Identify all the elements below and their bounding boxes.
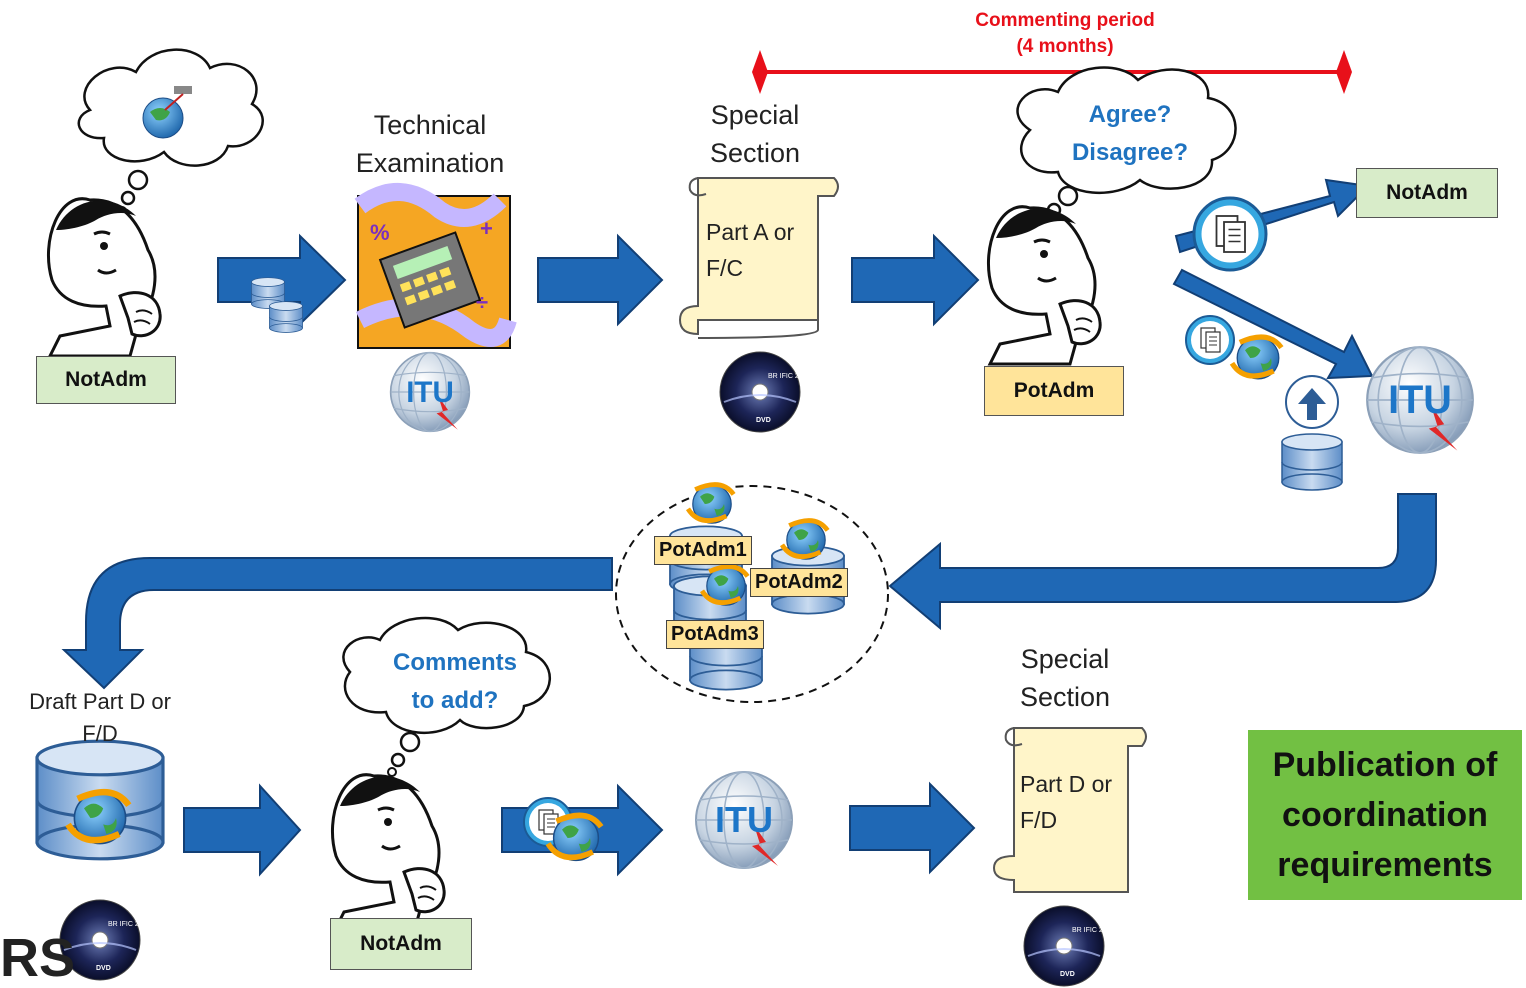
publication-line2: coordination <box>1282 796 1488 834</box>
commenting-period-line2: (4 months) <box>1016 36 1114 57</box>
agree-disagree-text: Agree? Disagree? <box>1040 96 1220 172</box>
tech-exam-line2: Examination <box>355 148 505 178</box>
document-icon <box>1192 196 1268 272</box>
disagree-text: Disagree? <box>1071 139 1189 166</box>
special-section-bottom-label: Special Section <box>1000 640 1130 716</box>
arrow-to-itu <box>1172 268 1374 380</box>
special-section-top-line1: Special <box>710 100 800 130</box>
tech-exam-line1: Technical <box>373 110 487 140</box>
earth-sync-icon <box>688 485 734 524</box>
thought-cloud-satellite <box>77 48 264 216</box>
commenting-period-label: Commenting period (4 months) <box>900 8 1230 60</box>
commenting-period-line1: Commenting period <box>975 10 1155 31</box>
earth-sync-icon <box>782 521 828 560</box>
scroll-top-line2: F/C <box>706 255 744 281</box>
special-section-top-label: Special Section <box>690 96 820 172</box>
draft-line1: Draft Part D or <box>29 689 171 714</box>
svg-text:+: + <box>480 216 493 241</box>
svg-text:%: % <box>370 220 390 245</box>
scroll-bottom-line2: F/D <box>1020 807 1058 833</box>
potadm3-label: PotAdm3 <box>666 620 764 649</box>
comments-to-add-text: Comments to add? <box>360 644 550 720</box>
upload-icon <box>1285 375 1339 429</box>
publication-box: Publication of coordination requirements <box>1248 730 1522 900</box>
potadm2-label: PotAdm2 <box>750 568 848 597</box>
notadm-box: NotAdm <box>36 356 176 404</box>
itu-logo-icon <box>389 351 471 433</box>
arrow-6 <box>849 781 976 875</box>
dvd-icon <box>1023 905 1116 987</box>
scroll-top-line1: Part A or <box>706 219 795 245</box>
thought-cloud-comments <box>342 616 551 777</box>
special-section-bottom-line1: Special <box>1020 644 1110 674</box>
comments-line2: to add? <box>411 687 499 714</box>
satellite-icon <box>174 86 192 94</box>
commenting-period-diamond-left <box>752 50 768 94</box>
arrow-2 <box>537 233 664 327</box>
scroll-bottom-line1: Part D or <box>1020 771 1113 797</box>
itu-logo-right-icon <box>1366 346 1474 454</box>
person-notadm-bottom-icon <box>330 773 446 934</box>
draft-label: Draft Part D or F/D <box>0 686 200 750</box>
document-small-icon <box>1185 315 1235 365</box>
return-arrow-left <box>61 557 613 690</box>
scroll-bottom-text: Part D or F/D <box>1020 766 1112 838</box>
itu-r-logo: RS <box>0 928 76 988</box>
notadm-top-right-box: NotAdm <box>1356 168 1498 218</box>
agree-text: Agree? <box>1088 101 1172 128</box>
svg-text:÷: ÷ <box>476 290 488 315</box>
potadm-database-group <box>615 485 889 703</box>
special-section-top-line2: Section <box>709 138 801 168</box>
scroll-top-text: Part A or F/C <box>706 214 794 286</box>
special-section-bottom-line2: Section <box>1019 682 1111 712</box>
comments-line1: Comments <box>392 649 518 676</box>
draft-line2: F/D <box>82 721 118 746</box>
return-arrow-right <box>888 493 1437 631</box>
technical-examination-label: Technical Examination <box>330 106 530 182</box>
earth-sync-icon <box>1232 337 1281 379</box>
database-icon <box>1281 433 1343 491</box>
potadm1-label: PotAdm1 <box>654 536 752 565</box>
potadm-box: PotAdm <box>984 366 1124 416</box>
dvd-icon <box>719 351 812 433</box>
notadm-bottom-box: NotAdm <box>330 918 472 970</box>
arrow-4 <box>183 783 302 877</box>
itu-logo-bottom-icon <box>695 771 793 869</box>
person-notadm-icon <box>46 197 162 358</box>
person-potadm-icon <box>986 205 1102 366</box>
publication-line3: requirements <box>1277 846 1493 884</box>
scroll-part-d-icon <box>992 727 1147 893</box>
calculator-clipart-icon: % + ÷ <box>354 183 517 349</box>
publication-line1: Publication of <box>1272 746 1498 784</box>
arrow-3 <box>851 233 980 327</box>
scroll-part-a-icon <box>678 177 839 339</box>
commenting-period-diamond-right <box>1336 50 1352 94</box>
